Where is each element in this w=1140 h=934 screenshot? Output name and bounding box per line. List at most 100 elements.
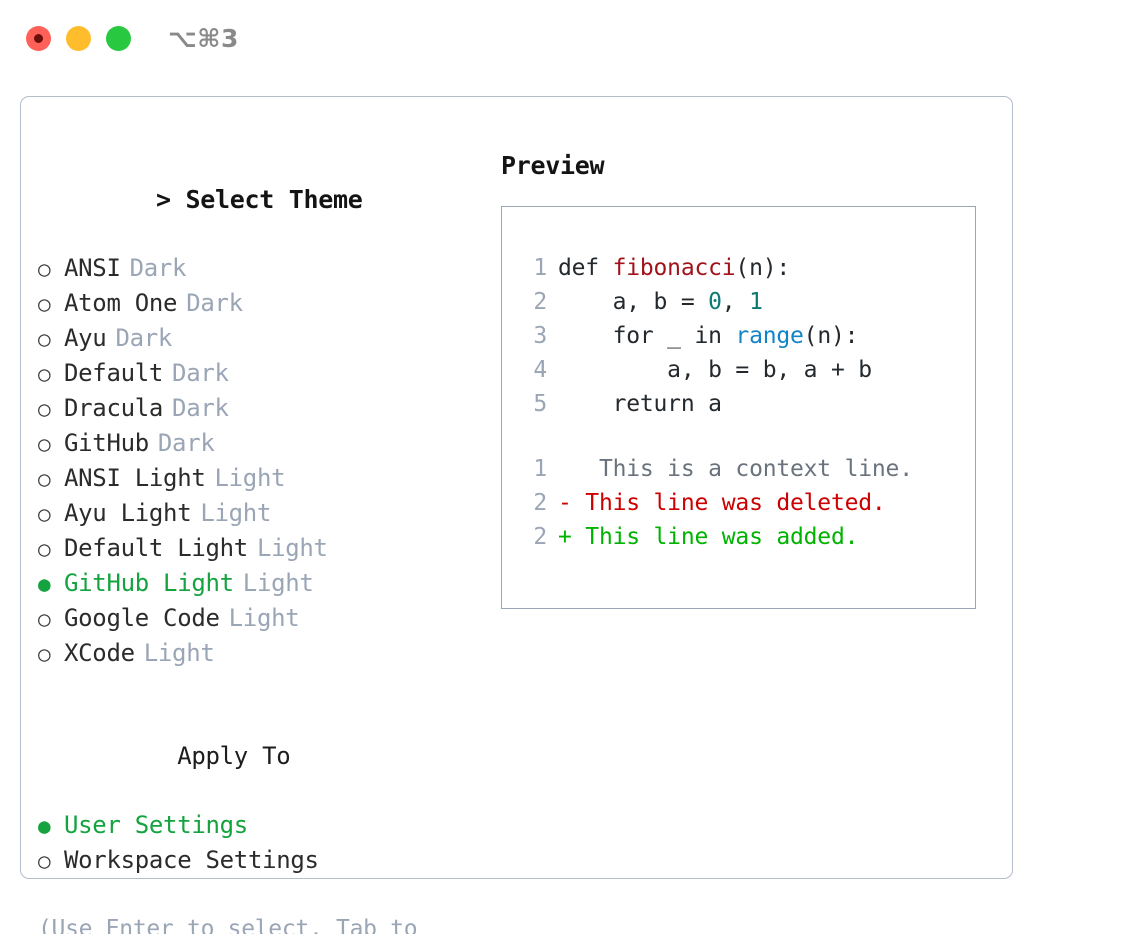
code-line-number: 4 (533, 357, 547, 383)
diff-line-number: 2 (533, 490, 547, 516)
code-line: 2 a, b = 0, 1 (521, 285, 975, 319)
theme-option-label: Google Code (64, 604, 220, 632)
diff-marker: + (558, 524, 572, 550)
diff-line: 2+ This line was added. (521, 520, 975, 554)
code-token: a, b = (558, 289, 709, 315)
radio-unselected-icon: ○ (38, 849, 51, 873)
radio-selected-icon: ● (38, 572, 51, 596)
theme-option-github-light[interactable]: ● GitHub Light Light (38, 566, 478, 601)
preview-heading: Preview (501, 151, 605, 180)
theme-option-google-code[interactable]: ○ Google Code Light (38, 601, 478, 636)
theme-option-label: GitHub (64, 429, 149, 457)
code-token: return a (558, 391, 722, 417)
code-token: range (735, 323, 804, 349)
select-theme-heading: > Select Theme (38, 149, 478, 251)
apply-to-label: Apply To (177, 742, 291, 770)
apply-to-option-list: ● User Settings ○ Workspace Settings (38, 808, 478, 878)
code-line-number: 2 (533, 289, 547, 315)
diff-marker: - (558, 490, 572, 516)
diff-line-number: 1 (533, 456, 547, 482)
theme-variant-tag: Dark (115, 324, 173, 352)
theme-option-label: Default Light (64, 534, 248, 562)
diff-line-number: 2 (533, 524, 547, 550)
code-token: a, b = b, a + b (558, 357, 872, 383)
title-bar: ⌥⌘3 (0, 0, 1140, 78)
apply-to-option-user-settings[interactable]: ● User Settings (38, 808, 478, 843)
theme-option-label: GitHub Light (64, 569, 234, 597)
theme-variant-tag: Light (200, 499, 272, 527)
theme-variant-tag: Light (228, 604, 300, 632)
diff-line-text: This line was deleted. (571, 490, 886, 516)
code-token: 1 (749, 289, 763, 315)
code-line-number: 1 (533, 255, 547, 281)
theme-option-xcode[interactable]: ○ XCode Light (38, 636, 478, 671)
code-line: 4 a, b = b, a + b (521, 353, 975, 387)
diff-marker (558, 452, 572, 486)
code-token: fibonacci (612, 255, 736, 281)
theme-variant-tag: Dark (129, 254, 187, 282)
prompt-caret: > (156, 185, 186, 214)
radio-unselected-icon: ○ (38, 292, 51, 316)
theme-option-label: ANSI (64, 254, 121, 282)
theme-variant-tag: Dark (186, 289, 243, 317)
code-token: (n): (803, 323, 859, 349)
maximize-button[interactable] (106, 26, 131, 51)
diff-line: 2- This line was deleted. (521, 486, 975, 520)
theme-option-label: Default (64, 359, 164, 387)
apply-to-option-label: Workspace Settings (64, 846, 319, 874)
close-button[interactable] (26, 26, 51, 51)
theme-option-label: Ayu (64, 324, 107, 352)
radio-unselected-icon: ○ (38, 432, 51, 456)
code-token: for _ in (558, 323, 736, 349)
diff-sample: 1 This is a context line.2- This line wa… (521, 452, 975, 554)
code-line-number: 3 (533, 323, 547, 349)
theme-variant-tag: Dark (172, 394, 229, 422)
diff-line: 1 This is a context line. (521, 452, 975, 486)
diff-line-text: This is a context line. (571, 456, 913, 482)
theme-variant-tag: Light (143, 639, 215, 667)
radio-unselected-icon: ○ (38, 257, 51, 281)
apply-to-indent: ○ (151, 740, 177, 774)
radio-unselected-icon: ○ (38, 467, 51, 491)
code-diff-gap (521, 421, 975, 452)
code-line-number: 5 (533, 391, 547, 417)
theme-option-ansi[interactable]: ○ ANSI Dark (38, 251, 478, 286)
keyboard-hint-text: (Use Enter to select, Tab to change focu… (38, 916, 418, 934)
apply-to-option-workspace-settings[interactable]: ○ Workspace Settings (38, 843, 478, 878)
theme-variant-tag: Light (256, 534, 328, 562)
radio-selected-icon: ● (38, 814, 51, 838)
radio-unselected-icon: ○ (38, 607, 51, 631)
theme-variant-tag: Dark (172, 359, 229, 387)
apply-to-option-label: User Settings (64, 811, 248, 839)
code-line: 3 for _ in range(n): (521, 319, 975, 353)
theme-option-default-light[interactable]: ○ Default Light Light (38, 531, 478, 566)
minimize-button[interactable] (66, 26, 91, 51)
keyboard-shortcut-label: ⌥⌘3 (168, 24, 239, 53)
theme-option-label: Dracula (64, 394, 164, 422)
theme-option-label: ANSI Light (64, 464, 206, 492)
theme-variant-tag: Light (242, 569, 314, 597)
code-token: def (558, 255, 613, 281)
code-line: 5 return a (521, 387, 975, 421)
theme-option-default[interactable]: ○ Default Dark (38, 356, 478, 391)
radio-unselected-icon: ○ (38, 362, 51, 386)
select-theme-label: Select Theme (185, 185, 363, 214)
theme-option-label: XCode (64, 639, 135, 667)
radio-unselected-icon: ○ (38, 642, 51, 666)
radio-unselected-icon: ○ (38, 537, 51, 561)
radio-unselected-icon: ○ (38, 502, 51, 526)
